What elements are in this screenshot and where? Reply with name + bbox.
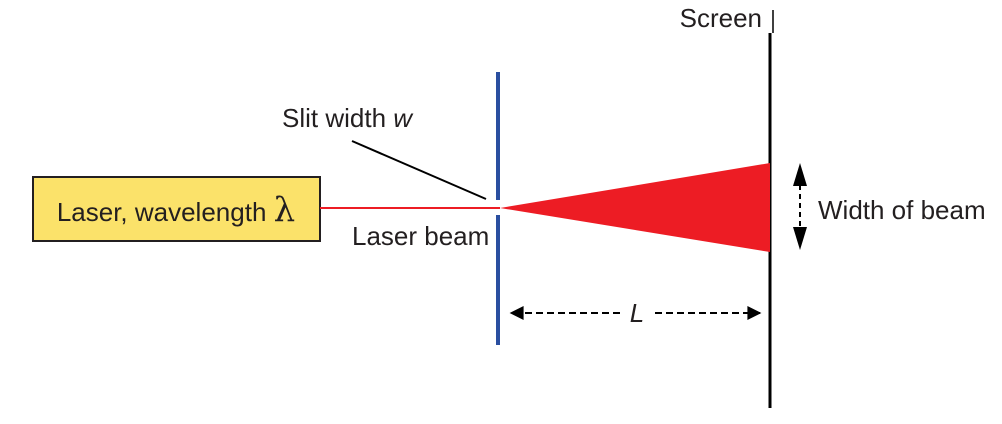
laser-label: Laser, wavelength λ: [57, 190, 295, 230]
laser-beam-label: Laser beam: [352, 221, 489, 251]
screen-label: Screen: [680, 3, 762, 33]
slit-width-label: Slit width w: [282, 103, 414, 133]
slit-width-text: Slit width: [282, 103, 393, 133]
laser-label-text: Laser, wavelength: [57, 197, 274, 227]
laser-box: [32, 176, 321, 242]
slit-width-symbol: w: [393, 103, 414, 133]
beam-width-arrow-down: [793, 227, 807, 250]
beam-width-arrow-up: [793, 163, 807, 186]
distance-label: L: [630, 298, 644, 328]
wavelength-symbol: λ: [274, 190, 296, 230]
slit-width-pointer: [351, 140, 487, 200]
beam-width-label: Width of beam: [818, 195, 986, 225]
diffracted-beam: [500, 163, 770, 252]
